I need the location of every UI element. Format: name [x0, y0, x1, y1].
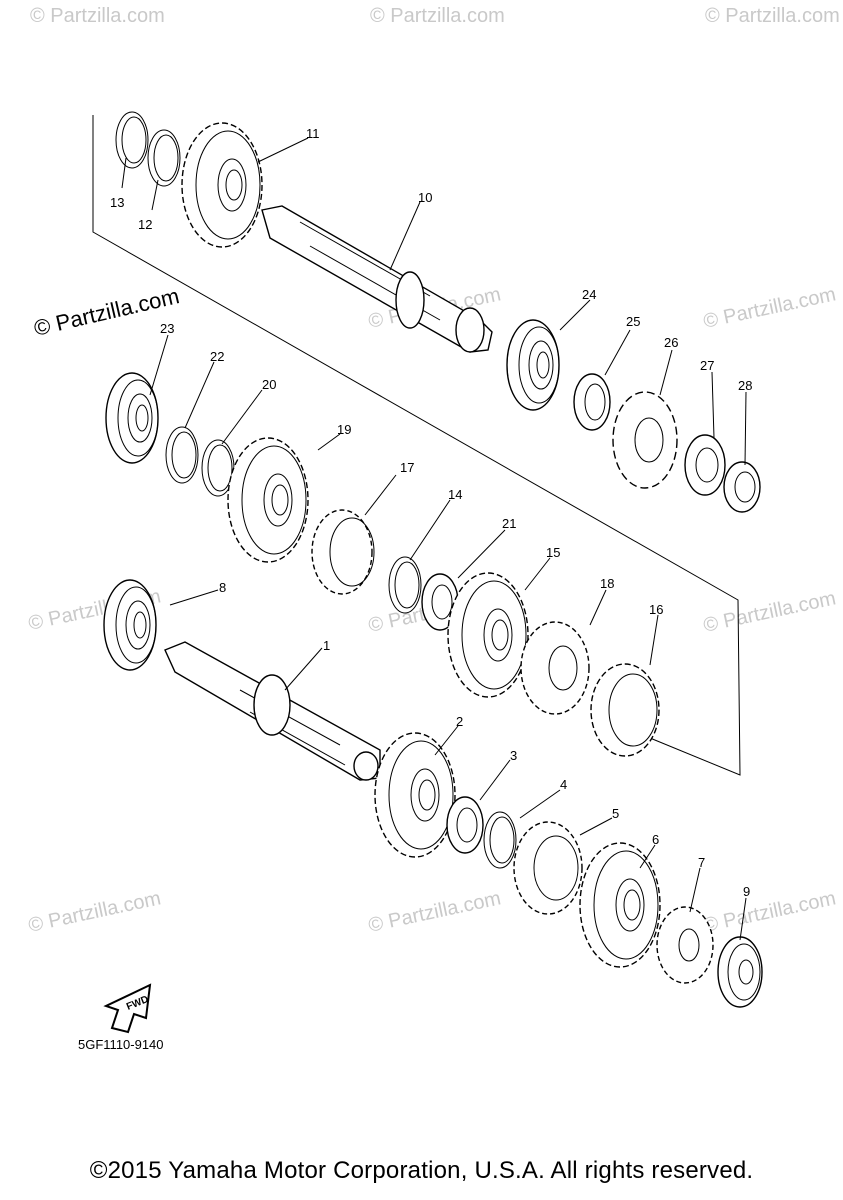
part-15-gear	[447, 572, 529, 698]
callout-6: 6	[652, 832, 659, 847]
callout-20: 20	[262, 377, 276, 392]
callout-26: 26	[664, 335, 678, 350]
watermark: © Partzilla.com	[701, 283, 837, 333]
part-24-bearing	[506, 319, 560, 411]
watermark: © Partzilla.com	[705, 5, 840, 27]
callout-19: 19	[337, 422, 351, 437]
part-7-gear	[656, 906, 714, 984]
watermark: © Partzilla.com	[26, 887, 162, 937]
part-4-circlip	[483, 811, 517, 869]
callout-3: 3	[510, 748, 517, 763]
part-9-bearing	[717, 936, 763, 1008]
callout-18: 18	[600, 576, 614, 591]
part-17-gear	[311, 509, 375, 595]
part-16-gear	[590, 663, 660, 757]
part-3-washer	[446, 796, 484, 854]
callout-24: 24	[582, 287, 596, 302]
callout-numbers: 1 2 3 4 5 6 7 8 9 10 11 12 13 14 15 16 1…	[110, 126, 752, 899]
part-22-circlip	[165, 426, 199, 484]
callout-15: 15	[546, 545, 560, 560]
callout-5: 5	[612, 806, 619, 821]
part-27-lock-washer	[684, 434, 726, 496]
callout-25: 25	[626, 314, 640, 329]
part-19-gear	[227, 437, 309, 563]
part-8-bearing	[103, 579, 157, 671]
callout-22: 22	[210, 349, 224, 364]
callout-23: 23	[160, 321, 174, 336]
part-6-gear	[579, 842, 661, 968]
assembly-outline	[92, 115, 741, 776]
callout-12: 12	[138, 217, 152, 232]
leader-lines	[121, 137, 747, 941]
part-10-main-axle	[261, 205, 493, 353]
part-13-circlip	[115, 111, 149, 169]
watermark: © Partzilla.com	[30, 5, 165, 27]
part-18-gear	[520, 621, 590, 715]
watermark: © Partzilla.com	[366, 887, 502, 937]
callout-16: 16	[649, 602, 663, 617]
watermark: © Partzilla.com	[701, 887, 837, 937]
fwd-arrow-icon: FWD	[103, 983, 152, 1034]
part-11-gear	[181, 122, 263, 248]
watermark: © Partzilla.com	[370, 5, 505, 27]
callout-10: 10	[418, 190, 432, 205]
part-5-gear	[513, 821, 583, 915]
callout-21: 21	[502, 516, 516, 531]
part-23-bearing	[105, 372, 159, 464]
part-25-oil-seal	[573, 373, 611, 431]
callout-11: 11	[306, 126, 320, 141]
callout-4: 4	[560, 777, 567, 792]
diagram-code: 5GF1110-9140	[78, 1037, 164, 1052]
copyright-footer: ©2015 Yamaha Motor Corporation, U.S.A. A…	[89, 1157, 754, 1184]
callout-7: 7	[698, 855, 705, 870]
callout-2: 2	[456, 714, 463, 729]
callout-13: 13	[110, 195, 124, 210]
watermark: © Partzilla.com	[701, 587, 837, 637]
callout-14: 14	[448, 487, 462, 502]
callout-1: 1	[323, 638, 330, 653]
part-2-gear	[374, 732, 456, 858]
part-12-washer	[147, 129, 181, 187]
part-14-circlip	[388, 556, 422, 614]
callout-27: 27	[700, 358, 714, 373]
callout-28: 28	[738, 378, 752, 393]
part-1-drive-axle	[164, 641, 381, 781]
part-26-drive-sprocket	[612, 391, 678, 489]
callout-9: 9	[743, 884, 750, 899]
part-28-nut	[723, 461, 761, 513]
callout-17: 17	[400, 460, 414, 475]
callout-8: 8	[219, 580, 226, 595]
